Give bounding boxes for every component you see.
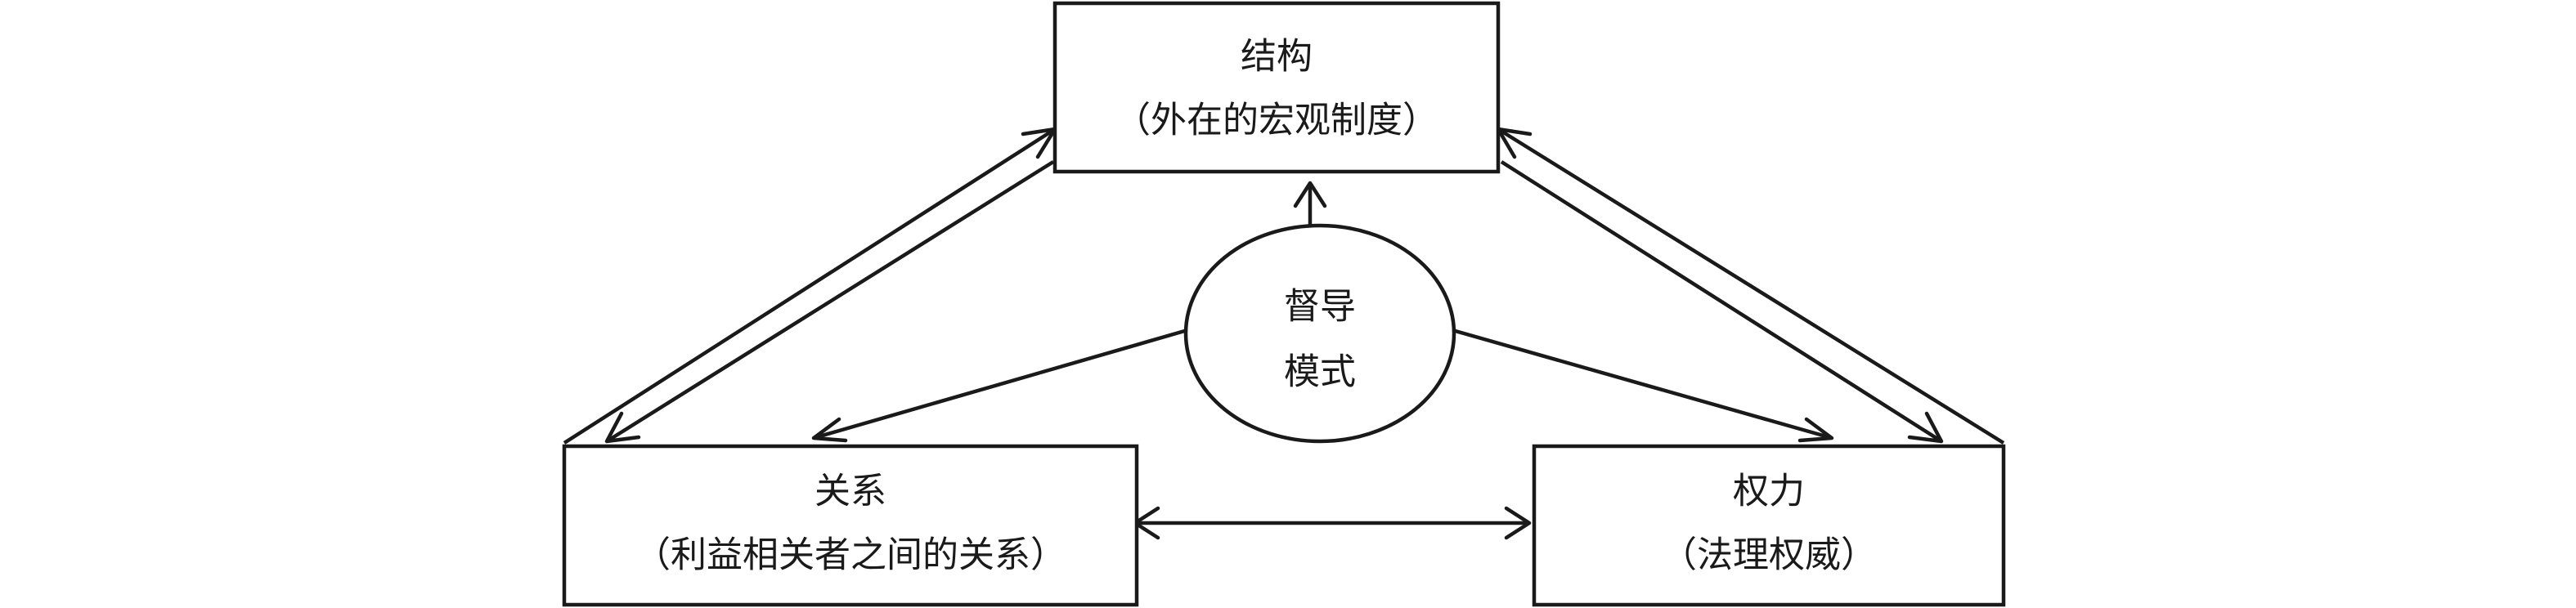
relation-subtitle: （利益相关者之间的关系）	[635, 534, 1066, 576]
power-title: 权力	[1733, 471, 1805, 512]
arrow-structure-to-power	[1500, 160, 1944, 444]
power-subtitle: （法理权威）	[1661, 534, 1877, 576]
connectors	[563, 127, 2005, 540]
arrow-relation-power	[1133, 506, 1532, 540]
node-relation: 关系 （利益相关者之间的关系）	[562, 444, 1139, 607]
arrow-structure-to-relation	[604, 160, 1055, 444]
arrow-center-to-relation	[811, 328, 1188, 443]
node-power: 权力 （法理权威）	[1532, 444, 2006, 607]
center-line1: 督导	[1284, 286, 1356, 328]
arrow-relation-to-structure	[563, 127, 1057, 445]
structure-subtitle: （外在的宏观制度）	[1115, 100, 1438, 141]
node-structure: 结构 （外在的宏观制度）	[1052, 1, 1501, 174]
arrow-center-to-power	[1452, 328, 1834, 443]
structure-title: 结构	[1241, 36, 1313, 78]
arrow-power-to-structure	[1496, 127, 2005, 445]
node-center: 督导 模式	[1183, 223, 1456, 444]
center-line2: 模式	[1284, 351, 1356, 393]
relation-title: 关系	[815, 471, 886, 512]
